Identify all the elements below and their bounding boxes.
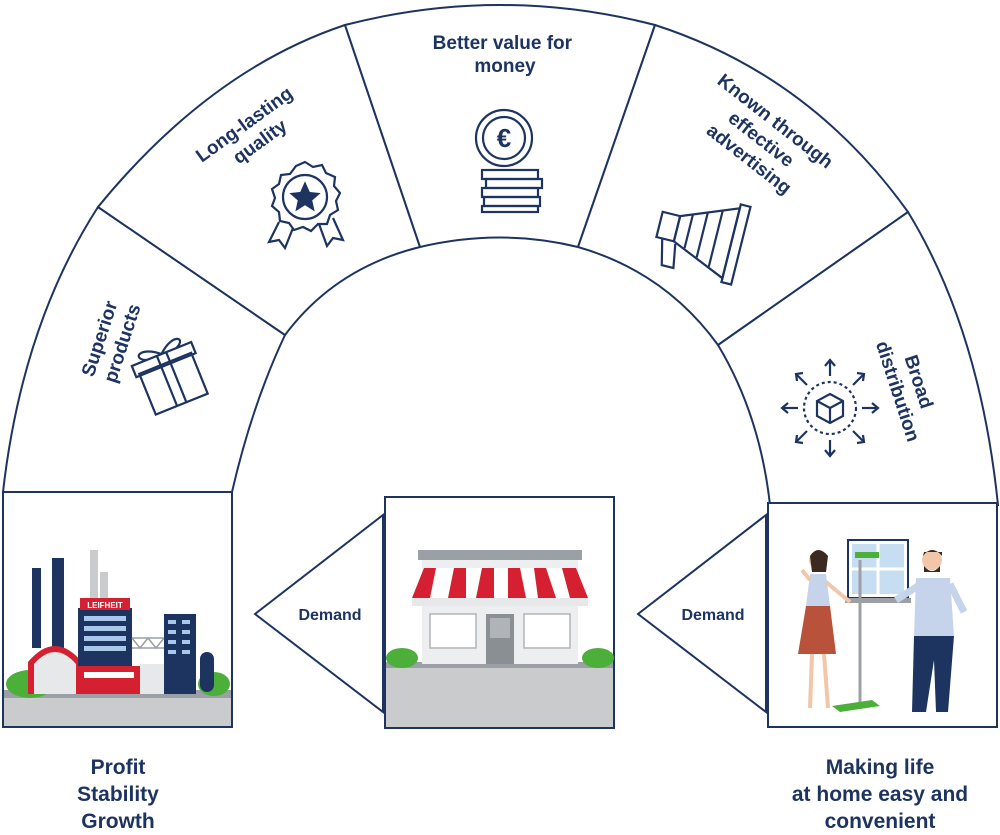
factory-box: LEIFHEIT bbox=[2, 491, 233, 728]
demand-arrow-left bbox=[253, 512, 384, 715]
demand-label-left: Demand bbox=[298, 607, 361, 624]
distribution-box-icon bbox=[780, 358, 880, 458]
home-illustration bbox=[798, 539, 968, 712]
label-better-value: Better value for money bbox=[433, 33, 578, 77]
arc-segment-quality bbox=[96, 23, 422, 337]
caption-line: Profit bbox=[90, 756, 146, 779]
demand-label-right: Demand bbox=[681, 607, 744, 624]
caption-profit: Profit Stability Growth bbox=[18, 754, 218, 835]
caption-line: Growth bbox=[81, 810, 155, 833]
caption-line: convenient bbox=[824, 810, 936, 833]
caption-making-life: Making life at home easy and convenient bbox=[760, 754, 1000, 835]
caption-line: Stability bbox=[77, 783, 159, 806]
award-badge-icon bbox=[267, 160, 345, 251]
svg-text:€: € bbox=[497, 123, 511, 153]
caption-line: at home easy and bbox=[791, 783, 969, 806]
megaphone-icon bbox=[655, 203, 752, 286]
gift-icon bbox=[130, 337, 210, 417]
factory-illustration: LEIFHEIT bbox=[4, 550, 231, 726]
store-box bbox=[384, 496, 615, 729]
store-illustration bbox=[386, 550, 614, 727]
arc-segment-superior bbox=[1, 205, 287, 493]
demand-arrow-right bbox=[636, 512, 767, 715]
caption-line: Making life bbox=[825, 756, 935, 779]
arc-segment-advertising bbox=[576, 23, 910, 347]
home-box bbox=[767, 502, 998, 728]
factory-sign: LEIFHEIT bbox=[87, 601, 123, 610]
euro-coins-icon: € bbox=[474, 108, 544, 214]
arc-segment-value bbox=[343, 4, 657, 249]
arc-ring bbox=[1, 4, 1000, 506]
